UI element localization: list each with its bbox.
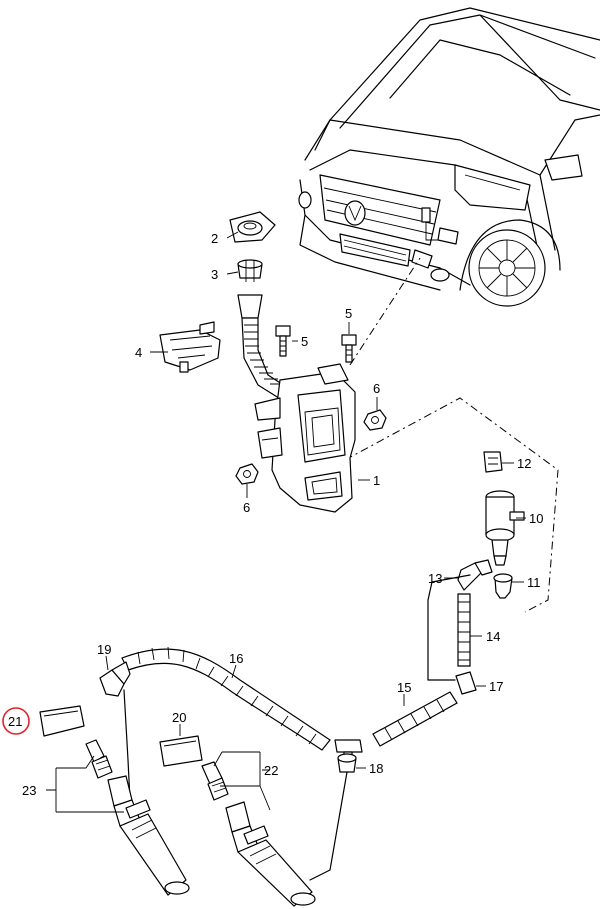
hose-part-15 (372, 691, 458, 747)
washer-pump-part (485, 490, 525, 566)
callout-4: 4 (135, 345, 142, 360)
callout-11: 11 (527, 575, 541, 590)
callout-22: 22 (264, 763, 278, 778)
elbow-connector-part-13 (457, 559, 493, 591)
callout-20: 20 (172, 710, 186, 725)
elbow-connector-part-19 (99, 661, 131, 697)
callout-16: 16 (229, 651, 243, 666)
callout-5-left: 5 (301, 334, 308, 349)
bracket-part (159, 321, 221, 373)
bolt-part-right (341, 334, 357, 363)
callout-5-right: 5 (345, 306, 352, 321)
reference-line-pump (344, 397, 559, 613)
callout-21: 21 (8, 714, 22, 729)
connector-part-17 (455, 671, 477, 695)
cap-part-20 (159, 735, 203, 767)
callout-2: 2 (211, 231, 218, 246)
filler-cap-part (229, 211, 276, 243)
filler-hose-part (237, 294, 289, 401)
callout-3: 3 (211, 267, 218, 282)
hose-part-14 (457, 593, 471, 667)
hose-part-16 (121, 646, 331, 751)
filler-clamp-part (237, 259, 263, 282)
callout-6-right: 6 (373, 381, 380, 396)
callout-1: 1 (373, 473, 380, 488)
callout-13: 13 (428, 571, 442, 586)
leader-lines (46, 231, 526, 813)
callout-6-left: 6 (243, 500, 250, 515)
connector-part-18 (337, 753, 357, 773)
reference-line-tank (349, 257, 421, 366)
callout-10: 10 (529, 511, 543, 526)
grommet-part-11 (493, 573, 513, 599)
bolt-part-left (275, 325, 291, 357)
callout-14: 14 (486, 629, 500, 644)
connector-part-12 (483, 451, 503, 473)
highlight-circle-21 (2, 707, 30, 735)
nut-part-right (363, 409, 387, 431)
nozzle-assembly-right (201, 761, 316, 907)
nut-part-left (235, 463, 259, 485)
callout-19: 19 (97, 642, 111, 657)
callout-15: 15 (397, 680, 411, 695)
callout-12: 12 (517, 456, 531, 471)
callout-18: 18 (369, 761, 383, 776)
washer-reservoir-part (254, 363, 356, 513)
callout-labels: 2 3 4 5 5 6 6 1 12 10 11 13 14 17 15 16 … (2, 231, 543, 798)
vehicle-illustration (298, 7, 600, 307)
cap-part-21 (39, 705, 85, 737)
nozzle-assembly-left (85, 739, 190, 896)
callout-17: 17 (489, 679, 503, 694)
callout-23: 23 (22, 783, 36, 798)
